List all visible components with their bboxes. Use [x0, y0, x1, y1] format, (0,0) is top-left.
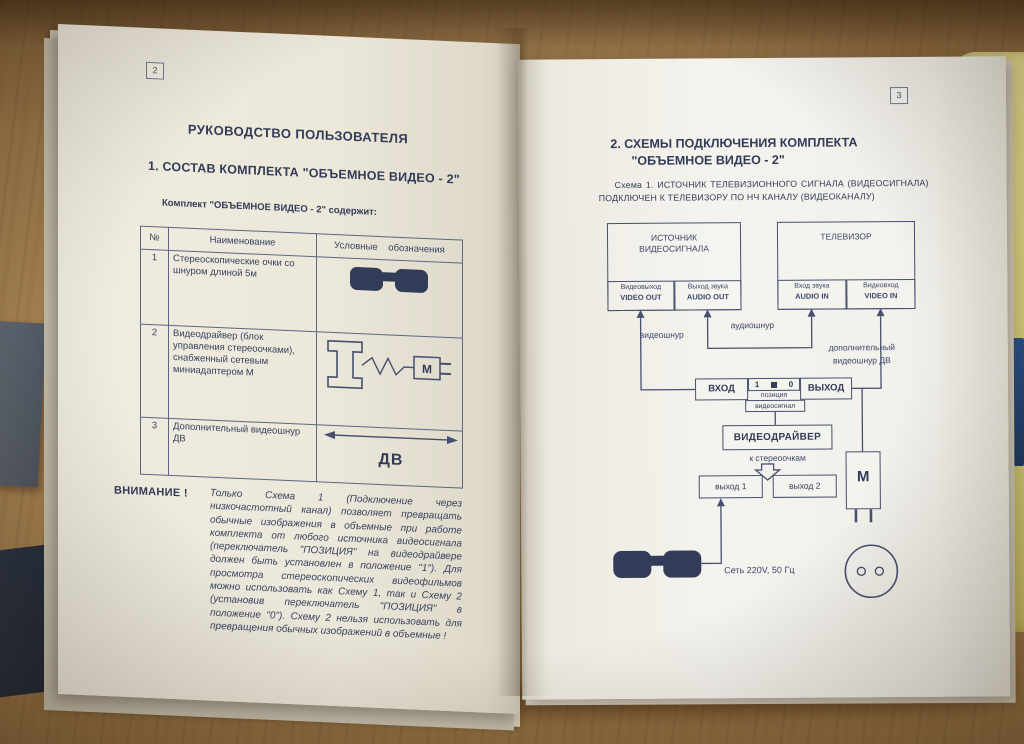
right-page: 3 2. СХЕМЫ ПОДКЛЮЧЕНИЯ КОМПЛЕКТА "ОБЪЕМН…: [517, 56, 1011, 700]
component-symbol-cell: М: [316, 331, 463, 432]
video-source-title: ИСТОЧНИК ВИДЕОСИГНАЛА: [639, 232, 710, 255]
videodriver-box: ВИДЕОДРАЙВЕР: [722, 424, 833, 451]
component-name: Видеодрайвер (блок управления стереоочка…: [168, 325, 317, 425]
table-row: 1 Стереоскопические очки со шнуром длино…: [140, 249, 463, 339]
videodriver-plug-icon: М: [326, 339, 451, 390]
position-switch: 1 0: [748, 377, 801, 392]
component-symbol-cell: [316, 256, 463, 339]
row-number: 1: [140, 249, 169, 326]
input-box: ВХОД: [695, 378, 749, 401]
double-arrow-icon: ДВ: [321, 427, 461, 473]
section-2-heading: 2. СХЕМЫ ПОДКЛЮЧЕНИЯ КОМПЛЕКТА: [610, 135, 858, 152]
audio-out-cell: Выход звука AUDIO OUT: [674, 280, 742, 311]
to-glasses-label: к стереоочкам: [749, 452, 806, 464]
page-number-badge: 3: [889, 86, 909, 105]
plug-prongs-icon: [854, 509, 873, 523]
output-1-box: выход 1: [698, 475, 763, 499]
table-row: 2 Видеодрайвер (блок управления стереооч…: [140, 324, 463, 432]
power-adapter-box: М: [845, 451, 881, 510]
left-page: 2 РУКОВОДСТВО ПОЛЬЗОВАТЕЛЯ 1. СОСТАВ КОМ…: [58, 24, 520, 715]
video-cord-label: видеошнур: [639, 329, 684, 340]
kit-contents-intro: Комплект "ОБЪЕМНОЕ ВИДЕО - 2" содержит:: [162, 197, 377, 218]
manual-title: РУКОВОДСТВО ПОЛЬЗОВАТЕЛЯ: [187, 121, 409, 147]
mains-label: Сеть 220V, 50 Гц: [724, 564, 795, 576]
page-number-badge: 2: [146, 61, 164, 80]
audio-in-cell: Вход звука AUDIO IN: [777, 279, 847, 310]
output-box: ВЫХОД: [799, 377, 853, 400]
output-2-box: выход 2: [772, 474, 837, 498]
video-in-cell: Видеовход VIDEO IN: [846, 278, 916, 310]
tv-title: ТЕЛЕВИЗОР: [820, 231, 872, 242]
adapter-letter: М: [422, 362, 432, 376]
row-number: 2: [140, 324, 169, 419]
component-name: Дополнительный видеошнур ДВ: [168, 418, 317, 482]
connection-diagram: ИСТОЧНИК ВИДЕОСИГНАЛА Видеовыход VIDEO O…: [547, 217, 980, 620]
attention-label: ВНИМАНИЕ !: [114, 484, 188, 500]
tv-box: ТЕЛЕВИЗОР Вход звука AUDIO IN Видеовход …: [776, 220, 916, 310]
schema-1-caption: Схема 1. ИСТОЧНИК ТЕЛЕВИЗИОННОГО СИГНАЛА…: [598, 177, 929, 204]
component-name: Стереоскопические очки со шнуром длиной …: [168, 250, 317, 332]
video-out-cell: Видеовыход VIDEO OUT: [607, 280, 675, 312]
col-header-num: №: [140, 226, 169, 251]
table-row: 3 Дополнительный видеошнур ДВ ДВ: [140, 417, 463, 489]
component-symbol-cell: ДВ: [316, 424, 463, 489]
cord-name-label: ДВ: [378, 450, 404, 469]
extra-cord-label: дополнительный видеошнур ДВ: [828, 342, 896, 366]
switch-knob-icon: [771, 381, 778, 388]
audio-cord-label: аудиошнур: [730, 319, 775, 331]
gray-object: [0, 320, 47, 488]
switch-caption: позиция: [760, 391, 788, 400]
video-signal-label: видеосигнал: [745, 399, 806, 413]
components-table: № Наименование Условные обозначения 1 Ст…: [140, 226, 463, 489]
stereo-glasses-icon: [349, 267, 428, 293]
down-arrow-icon: [753, 463, 782, 481]
section-2-heading-line2: "ОБЪЕМНОЕ ВИДЕО - 2": [631, 152, 785, 168]
attention-note: ВНИМАНИЕ ! Только Схема 1 (Подключение ч…: [114, 482, 466, 644]
plug-arrows: [636, 308, 885, 507]
section-1-heading: 1. СОСТАВ КОМПЛЕКТА "ОБЪЕМНОЕ ВИДЕО - 2": [148, 158, 460, 187]
power-outlet-icon: [844, 544, 899, 599]
video-source-box: ИСТОЧНИК ВИДЕОСИГНАЛА Видеовыход VIDEO O…: [606, 222, 742, 312]
diagram-wires: [613, 308, 899, 599]
row-number: 3: [140, 417, 169, 476]
stereo-glasses-icon: [613, 550, 702, 579]
attention-text: Только Схема 1 (Подключение через низкоч…: [210, 487, 462, 642]
